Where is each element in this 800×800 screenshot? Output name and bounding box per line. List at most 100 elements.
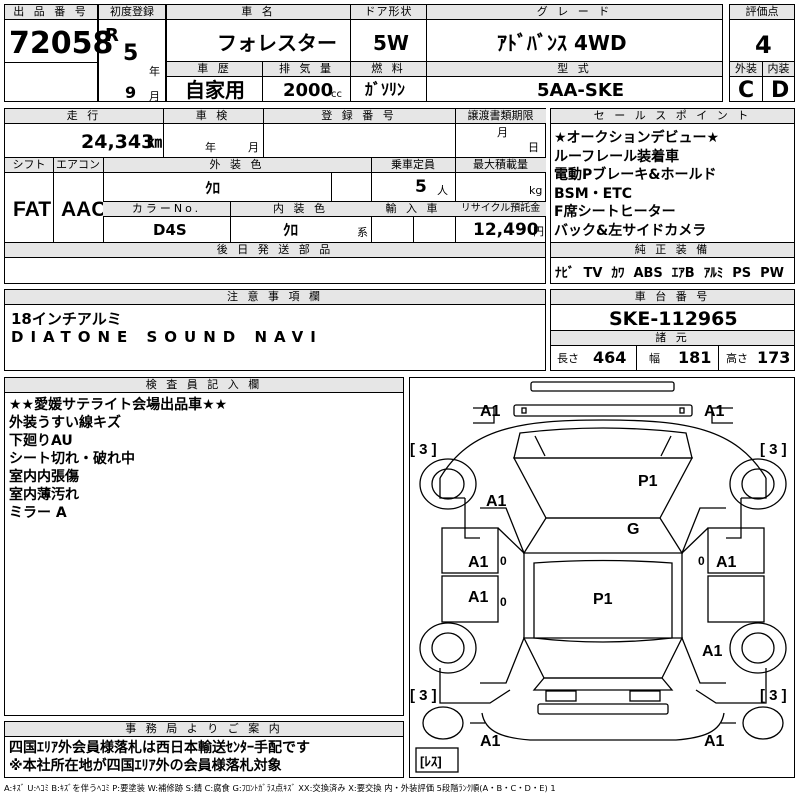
exterior-color: ｸﾛ [205,179,221,197]
spare-status: [ﾚｽ] [420,754,442,769]
load-label: 最大積載量 [455,158,546,173]
tailgate [532,677,674,691]
sales-point: BSM・ETC [554,185,633,202]
mark-front-left: A1 [480,403,501,420]
front-marker-left [521,407,527,414]
fuel: ｶﾞｿﾘﾝ [365,80,406,99]
registration-month: 9 [125,83,137,102]
office-label: 事 務 局 よ り ご 案 内 [5,722,403,737]
recycle-label: リサイクル預託金 [455,202,546,217]
grade: ｱﾄﾞﾊﾞﾝｽ 4WD [497,31,627,55]
length: 464 [593,348,627,367]
tire-rear-left: [ 3 ] [410,687,437,704]
wheel-front-left [419,458,477,510]
spare-wheel-right [742,706,784,740]
interior-score-box: 内装 D [762,61,795,102]
score: 4 [755,31,772,59]
inspector-line: 外装うすい線キズ [9,415,121,431]
exterior-score: C [738,78,755,103]
note-line: DIATONE SOUND NAVI [11,328,323,346]
fuel-box: 燃 料 ｶﾞｿﾘﾝ [350,61,427,102]
sales-point: ルーフレール装着車 [554,148,680,165]
color-no: D4S [153,221,187,239]
inspector-line: 下廻りAU [9,433,73,449]
note-line: 18インチアルミ [11,310,122,328]
mark-rear-right-bottom: A1 [704,733,725,750]
mark-hood-right: P1 [638,473,658,490]
transfer-day-unit: 日 [528,141,539,154]
tire-front-right: [ 3 ] [760,441,787,458]
equipment-item: PW [760,266,784,281]
fender-lines [464,498,742,539]
sales-point: 電動Pブレーキ&ホールド [554,167,717,183]
mileage-unit: ㎞ [147,133,163,151]
equipment-item: ABS [633,266,663,281]
sales-point: バック&左サイドカメラ [554,222,707,239]
height: 173 [757,348,791,367]
notes-label: 注 意 事 項 欄 [5,290,545,305]
mileage: 24,343 [81,131,155,153]
width-label: 幅 [649,352,660,365]
hood [512,457,694,519]
pillar-fr [681,527,709,554]
transfer-label: 譲渡書類期限 [455,109,546,124]
interior-color-unit: 系 [357,226,368,239]
vehicle-info-grid: 走 行 車 検 登 録 番 号 譲渡書類期限 24,343 ㎞ 年 月 月 日 … [4,108,546,284]
ac-label: エアコン [53,158,103,173]
inspection-label: 車 検 [163,109,263,124]
rear-bumper-top [537,703,669,715]
lot-number: 72058 [9,26,114,61]
shift-label: シフト [5,158,53,173]
inspector-label: 検 査 員 記 入 欄 [5,378,403,393]
registration-year: 5 [123,41,139,66]
transfer-month-unit: 月 [497,126,508,139]
dims-label: 諸 元 [551,331,794,346]
interior-color-label: 内 装 色 [230,202,371,217]
sales-point: ★オークションデビュー★ [554,130,720,146]
door-type-label: ドア形状 [351,5,426,20]
inspector-line: 室内薄汚れ [9,487,79,503]
equipment-item: TV [583,266,603,281]
interior-score: D [771,78,790,103]
exterior-score-label: 外装 [730,62,762,77]
tail-lamp-right [629,690,661,702]
body-left-outline [480,507,525,684]
equipment-item: PS [732,266,752,281]
door-rear-right [707,575,765,623]
door-front-right [707,527,765,574]
color-no-label: カラーNo. [103,202,230,217]
mark-door-rl: A1 [468,589,489,606]
history-box: 車 歴 自家用 [166,61,263,102]
front-corner-right [711,407,733,424]
recycle-fee: 12,490 [473,220,539,240]
mark-door-fl: A1 [468,554,489,571]
mileage-label: 走 行 [5,109,163,124]
mark-roof: P1 [593,591,613,608]
inspector-line: 室内内張傷 [9,469,79,485]
model-label: 型 式 [427,62,722,77]
office-line: ※本社所在地が四国ｴﾘｱ外の会員様落札対象 [9,758,282,774]
plate-label: 登 録 番 号 [263,109,455,124]
mark-rear-left-bottom: A1 [480,733,501,750]
inspection-year-unit: 年 [205,141,216,154]
hood-front [513,427,693,459]
grade-label: グ レ ー ド [427,5,722,20]
fuel-label: 燃 料 [351,62,426,77]
registration-label: 初度登録 [99,5,165,20]
mark-small-fr: 0 [698,554,705,568]
import-label: 輸 入 車 [371,202,455,217]
front-bumper [513,404,693,417]
mark-windshield: G [627,521,639,538]
capacity-label: 乗車定員 [371,158,455,173]
inspector-box: 検 査 員 記 入 欄 ★★愛媛サテライト会場出品車★★ 外装うすい線キズ 下廻… [4,377,404,716]
wheel-rear-left [419,622,477,674]
front-corner-left [473,407,495,424]
body-right-outline [681,507,726,684]
front-bumper-top [530,381,675,392]
lot-number-label: 出 品 番 号 [5,5,97,20]
registration-era: R [105,25,119,46]
wheel-front-right-hub [741,468,775,500]
spare-box [415,747,459,773]
damage-legend: A:ｷｽﾞ U:ﾍｺﾐ B:ｷｽﾞを伴うﾍｺﾐ P:要塗装 W:補修跡 S:錆 … [4,783,556,793]
rear-bumper [481,712,725,741]
